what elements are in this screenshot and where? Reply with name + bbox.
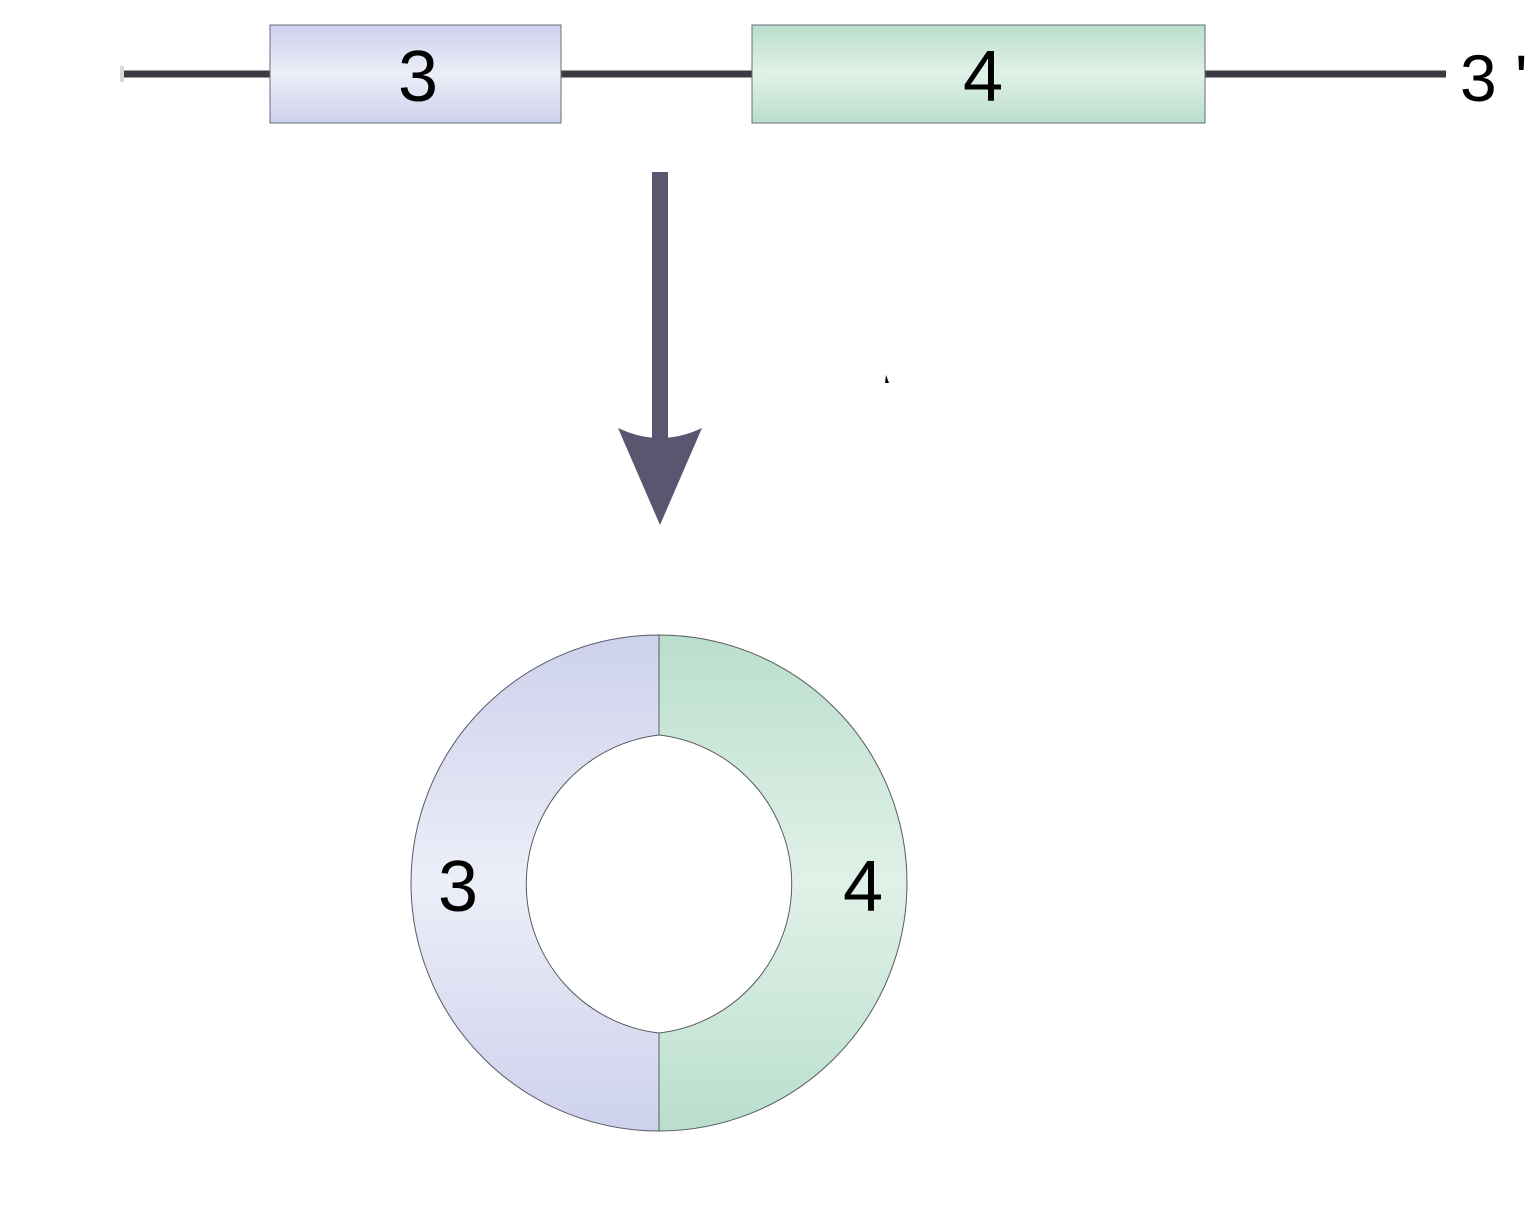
gene-structure: 3 4 3 ' — [120, 24, 1528, 124]
exon-4-box: 4 — [751, 24, 1206, 124]
stray-mark — [885, 375, 889, 383]
ring-exon-3-label: 3 — [438, 847, 478, 927]
down-arrow — [618, 172, 702, 525]
circular-rna: 3 4 — [410, 634, 908, 1132]
line-start-cap — [120, 66, 124, 82]
ring-segment-exon-3 — [410, 634, 660, 1132]
exon-4-label: 4 — [963, 37, 1003, 117]
ring-segment-exon-4 — [658, 634, 908, 1132]
exon-3-box: 3 — [269, 24, 562, 124]
ring-exon-4-label: 4 — [843, 847, 883, 927]
exon-3-label: 3 — [398, 37, 438, 117]
three-prime-end-label: 3 ' — [1460, 41, 1528, 115]
